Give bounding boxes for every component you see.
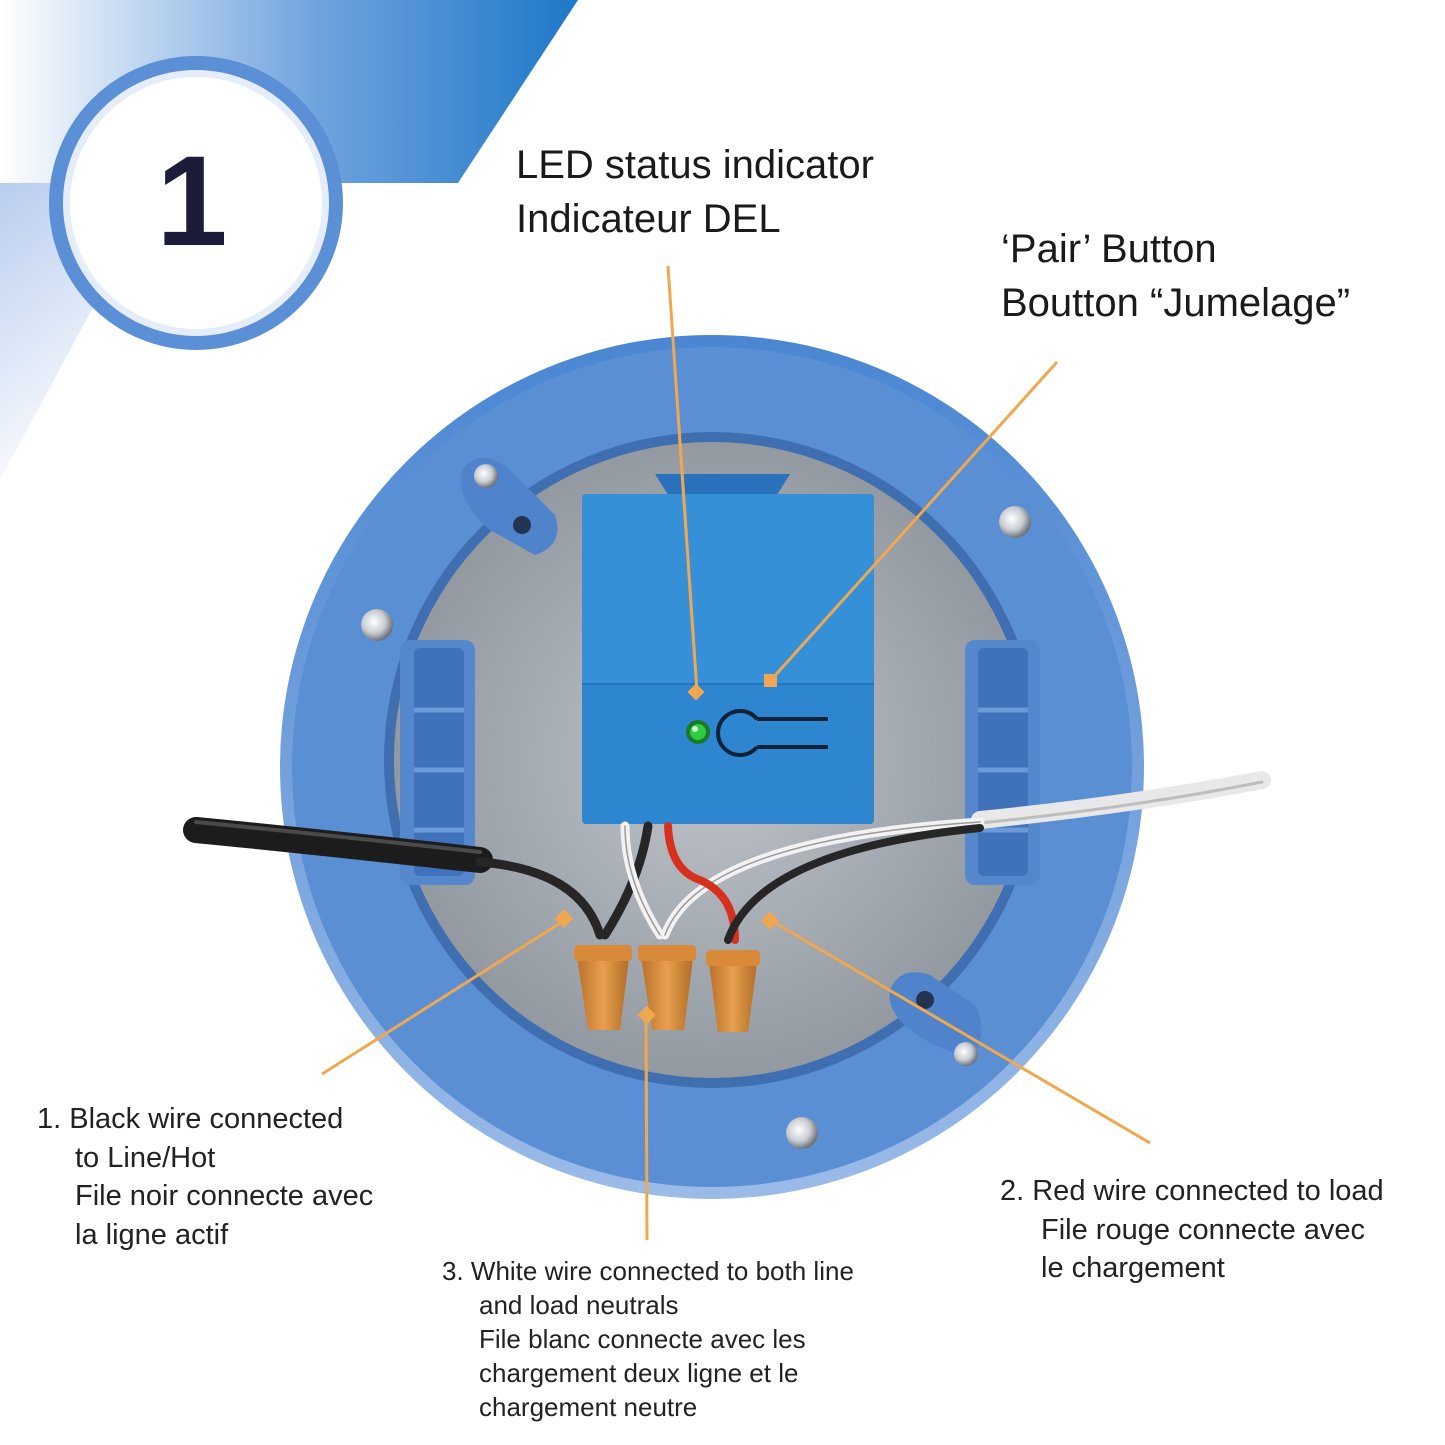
screw-icon [361,464,1031,1149]
led-callout-line2: Indicateur DEL [516,197,781,241]
pair-callout: ‘Pair’ Button Boutton “Jumelage” [1001,222,1350,330]
black-wire-leader-line [321,918,566,1076]
led-leader-line [666,265,699,693]
led-callout-line1: LED status indicator [516,143,874,187]
red-wire-callout-line2: File rouge connecte avec [1041,1213,1366,1246]
red-wire-callout: 2. Red wire connected to load File rouge… [1000,1172,1384,1288]
left-cable-clamp [400,640,475,885]
black-wire-callout-line2: to Line/Hot [75,1141,216,1174]
step-badge-icon: 1 [49,56,343,350]
white-wire-callout: 3. White wire connected to both line and… [442,1254,854,1424]
white-wire-callout-line2: and load neutrals [479,1290,679,1320]
callout-leaders [321,265,1151,1241]
pair-button-icon [716,709,828,757]
red-wire-callout-line1: 2. Red wire connected to load [1000,1175,1384,1207]
pair-leader-line [769,360,1059,682]
red-wire-leader-marker [760,911,780,930]
white-wire-leader-marker [637,1005,656,1025]
right-cable-clamp [965,640,1040,885]
pair-callout-line1: ‘Pair’ Button [1001,227,1217,271]
white-wire-callout-line3: File blanc connecte avec les [479,1324,806,1354]
led-leader-marker [687,683,705,701]
black-wire-callout: 1. Black wire connected to Line/Hot File… [37,1100,373,1254]
white-wire-callout-line4: chargement deux ligne et le [479,1358,799,1388]
led-callout: LED status indicator Indicateur DEL [516,138,874,246]
white-wire-callout-line5: chargement neutre [479,1392,698,1422]
black-wire-leader-marker [554,909,574,928]
black-wire-callout-line1: 1. Black wire connected [37,1103,344,1135]
step-number: 1 [156,130,227,273]
black-wire-callout-line4: la ligne actif [75,1218,229,1251]
pair-callout-line2: Boutton “Jumelage” [1001,281,1351,325]
smart-module [582,474,874,824]
red-wire-leader-line [769,918,1151,1145]
wire-nut-icon [574,945,760,1032]
led-indicator-icon [686,720,710,744]
black-wire-callout-line3: File noir connecte avec [75,1180,374,1212]
wires [183,771,1271,944]
white-wire-callout-line1: 3. White wire connected to both line [442,1256,854,1286]
red-wire-callout-line3: le chargement [1041,1252,1225,1284]
pair-leader-marker [764,674,777,687]
white-wire-leader-line [644,1014,649,1241]
